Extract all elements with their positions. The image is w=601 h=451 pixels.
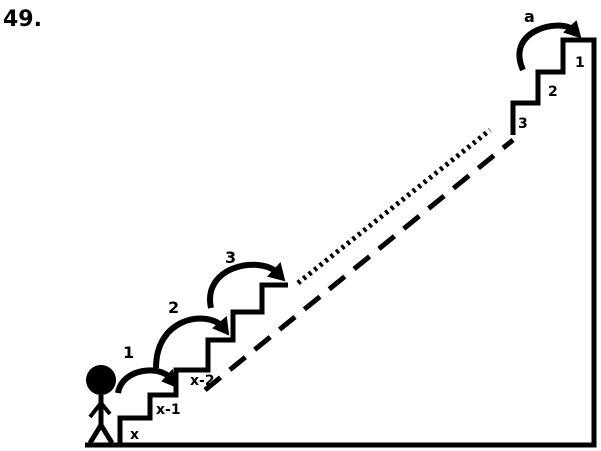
jump-label-1: 1: [123, 343, 134, 362]
dotted-continuation-line: [298, 130, 490, 283]
jump-arrow-2: [156, 318, 228, 368]
problem-number: 49.: [3, 7, 42, 32]
step-label-x: x: [130, 427, 139, 443]
top-step-label-3: 3: [518, 116, 528, 132]
step-label-x-1: x-1: [156, 402, 181, 418]
jump-label-2: 2: [168, 298, 179, 317]
bottom-staircase: [120, 285, 288, 445]
jump-arrow-1: [118, 370, 175, 393]
jump-label-a: a: [524, 7, 535, 26]
step-label-x-2: x-2: [190, 373, 215, 389]
top-step-label-2: 2: [548, 84, 558, 100]
jump-arrow-top: [519, 22, 580, 70]
stick-figure: [86, 365, 116, 443]
figure-leg-left: [90, 425, 101, 443]
jump-label-3: 3: [225, 248, 236, 267]
top-step-label-1: 1: [575, 55, 585, 71]
figure-head: [86, 365, 116, 395]
figure-leg-right: [101, 425, 112, 443]
